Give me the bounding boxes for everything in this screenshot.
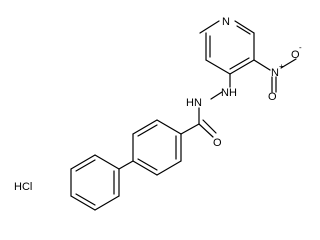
- nitro-minus-charge: -: [299, 43, 302, 52]
- nitro-plus-charge: +: [279, 62, 284, 71]
- carbonyl-oxygen-label: O: [213, 137, 222, 149]
- hydrazine-hn-label: HN: [186, 97, 202, 109]
- hcl-counterion-label: HCl: [14, 181, 32, 193]
- nitro-oxygen-double-label: O: [268, 91, 277, 103]
- nitro-nitrogen-label: N: [271, 67, 279, 79]
- pyridine-ring: [199, 20, 255, 75]
- pyridine-nitrogen-label: N: [222, 16, 230, 28]
- biphenyl-bond: [118, 160, 134, 170]
- benzene-ring-middle: [132, 119, 182, 176]
- nitro-group: [253, 58, 297, 93]
- carbonyl-group: [180, 119, 217, 138]
- nitro-oxygen-single-label: O: [291, 49, 300, 61]
- hydrazide-bonds: [198, 73, 231, 125]
- hydrazine-nh-label: NH: [221, 87, 237, 99]
- phenyl-ring: [70, 154, 120, 211]
- chemical-structure: N N + O - O NH HN O: [14, 16, 302, 211]
